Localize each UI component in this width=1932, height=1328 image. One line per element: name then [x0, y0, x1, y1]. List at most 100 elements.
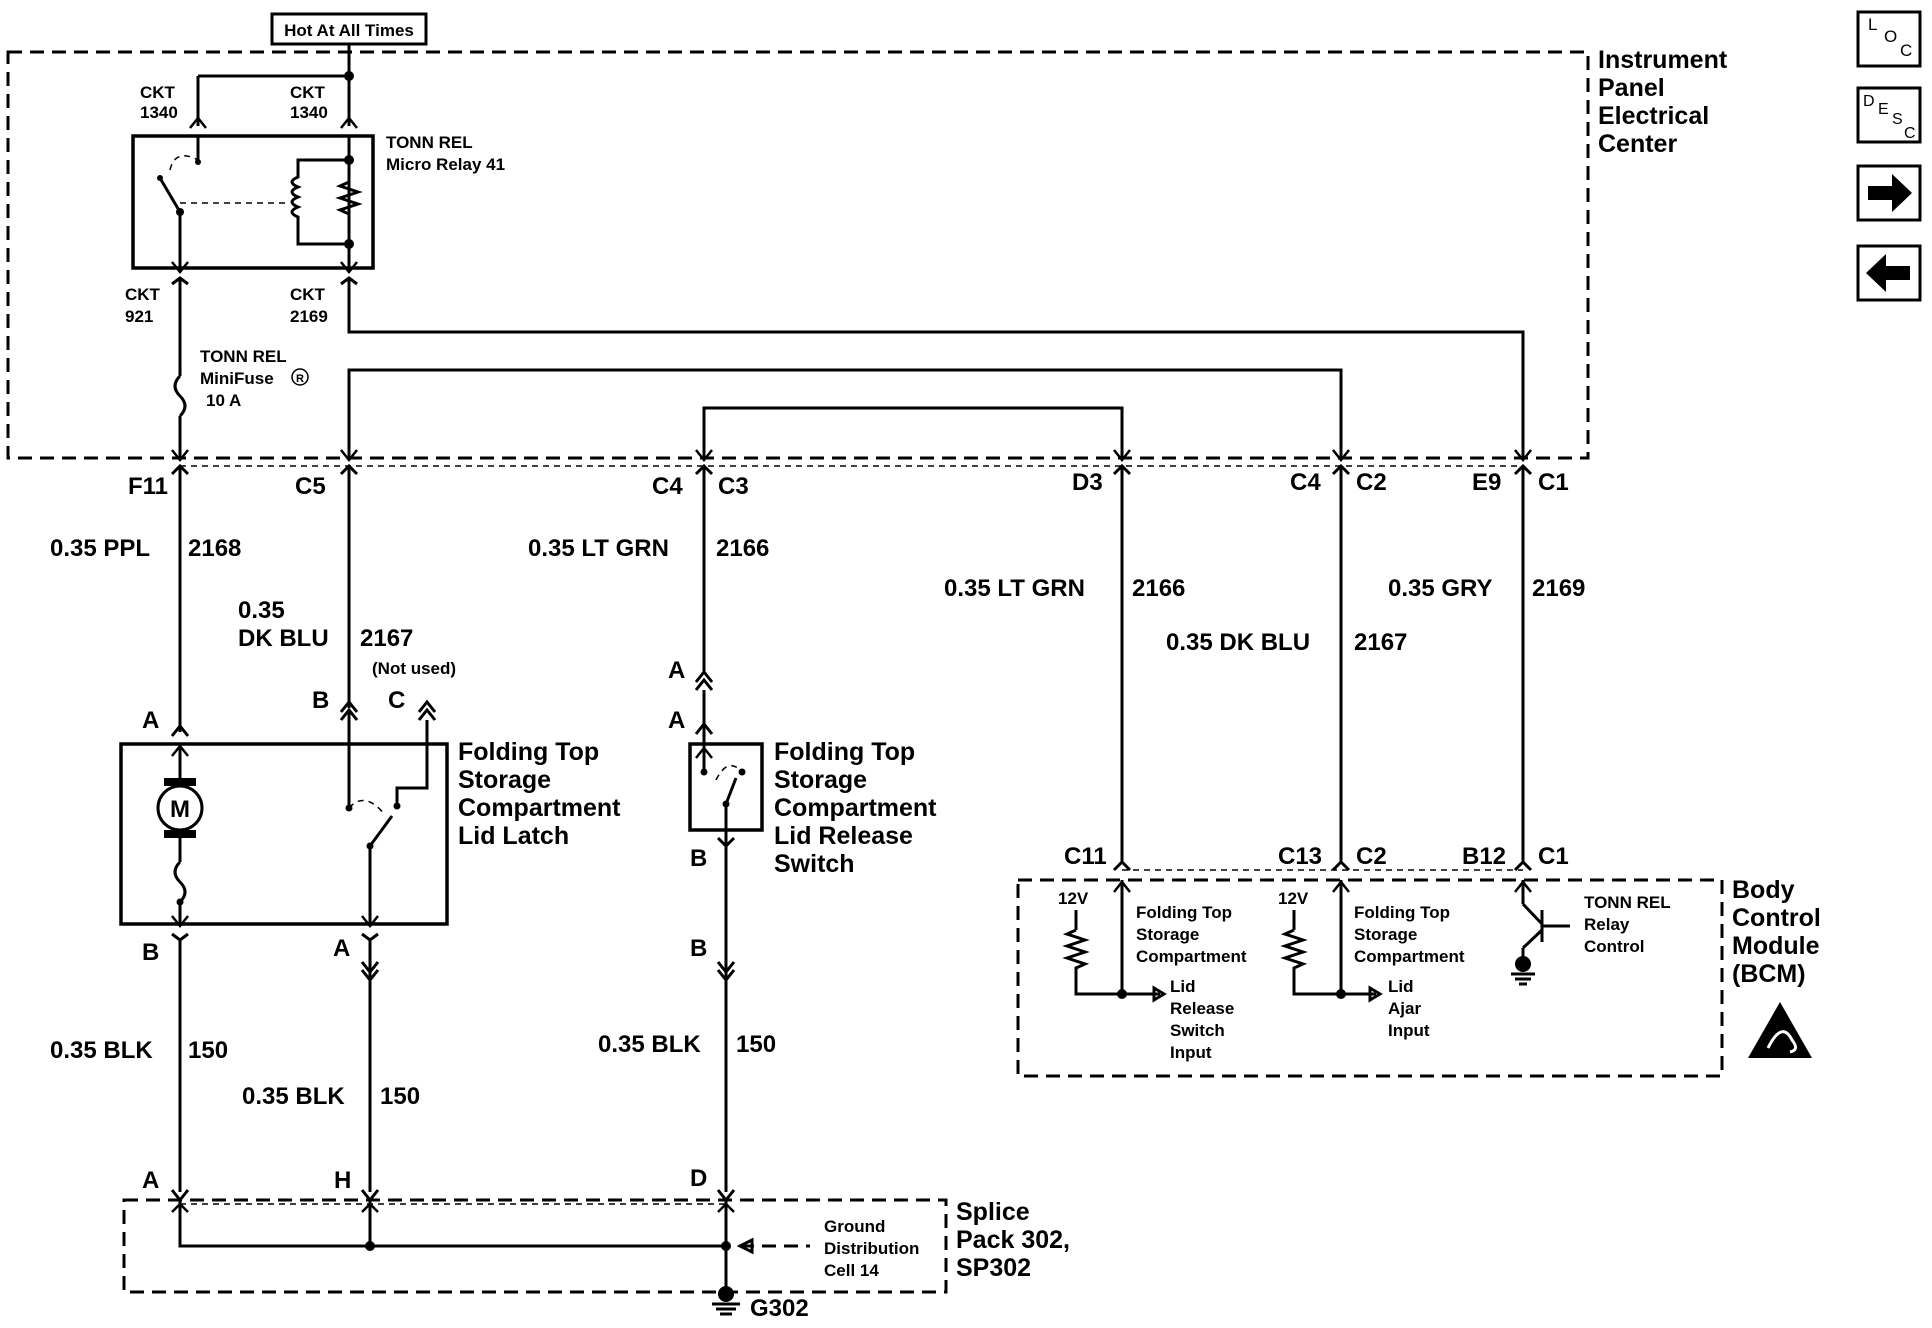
bcm-relay-control-label: TONN REL Relay Control: [1584, 893, 1671, 956]
svg-text:B: B: [690, 845, 707, 872]
svg-text:CKT: CKT: [125, 285, 161, 304]
svg-text:A: A: [142, 707, 159, 734]
svg-text:Micro Relay 41: Micro Relay 41: [386, 155, 505, 174]
svg-text:Lid Release: Lid Release: [774, 822, 913, 850]
ipec-title: Instrument Panel Electrical Center: [1598, 46, 1728, 158]
svg-text:CKT: CKT: [140, 83, 176, 102]
svg-text:A: A: [668, 657, 685, 684]
svg-text:MiniFuse: MiniFuse: [200, 369, 274, 388]
svg-text:10 A: 10 A: [206, 391, 241, 410]
svg-text:Pack 302,: Pack 302,: [956, 1226, 1070, 1254]
svg-text:C: C: [1900, 41, 1912, 60]
wire-150-label-3: 0.35 BLK 150: [598, 1031, 776, 1058]
svg-text:Storage: Storage: [458, 766, 551, 794]
svg-text:D3: D3: [1072, 469, 1103, 496]
svg-text:C4: C4: [652, 473, 683, 500]
svg-text:Folding Top: Folding Top: [1354, 903, 1450, 922]
svg-text:C3: C3: [718, 473, 749, 500]
svg-text:E9: E9: [1472, 469, 1501, 496]
svg-text:Switch: Switch: [774, 850, 855, 878]
bcm-title: Body Control Module (BCM): [1732, 876, 1821, 988]
svg-text:Input: Input: [1170, 1043, 1212, 1062]
svg-text:0.35 GRY: 0.35 GRY: [1388, 575, 1493, 602]
motor-icon: [156, 784, 204, 832]
loc-button[interactable]: L O C: [1856, 10, 1922, 68]
svg-text:Storage: Storage: [1354, 925, 1417, 944]
lid-release-switch-title: Folding Top Storage Compartment Lid Rele…: [774, 738, 937, 878]
splice-pack-title: Splice Pack 302, SP302: [956, 1198, 1070, 1282]
svg-text:Control: Control: [1732, 904, 1821, 932]
svg-text:CKT: CKT: [290, 83, 326, 102]
svg-text:Panel: Panel: [1598, 74, 1665, 102]
svg-text:12V: 12V: [1278, 889, 1309, 908]
bcm-input-lid-ajar: Folding Top Storage Compartment Lid Ajar…: [1354, 903, 1465, 1040]
svg-text:2166: 2166: [716, 535, 769, 562]
bcm-connector-labels: C11 C13 C2 B12 C1: [1064, 843, 1569, 870]
svg-text:0.35 BLK: 0.35 BLK: [598, 1031, 701, 1058]
svg-text:A: A: [333, 935, 350, 962]
lid-release-switch: A A B B: [668, 657, 764, 1192]
svg-text:B: B: [142, 939, 159, 966]
svg-text:150: 150: [736, 1031, 776, 1058]
svg-text:B: B: [312, 687, 329, 714]
minifuse-icon: [173, 374, 187, 418]
svg-text:A: A: [668, 707, 685, 734]
arrow-right-icon: [1868, 174, 1912, 212]
svg-text:L: L: [1868, 15, 1877, 34]
esd-warning-icon: [1748, 1002, 1812, 1058]
svg-text:C4: C4: [1290, 469, 1321, 496]
svg-text:C11: C11: [1064, 843, 1107, 870]
svg-text:F11: F11: [128, 473, 168, 500]
svg-text:0.35 LT GRN: 0.35 LT GRN: [528, 535, 669, 562]
svg-text:Splice: Splice: [956, 1198, 1030, 1226]
previous-arrow-button[interactable]: [1856, 244, 1922, 302]
svg-text:H: H: [334, 1167, 351, 1194]
svg-text:2167: 2167: [1354, 629, 1407, 656]
svg-text:0.35 BLK: 0.35 BLK: [242, 1083, 345, 1110]
svg-text:Body: Body: [1732, 876, 1795, 904]
splice-pack-boundary: [122, 1198, 948, 1294]
wire-2167-label-right: 0.35 DK BLU 2167: [1166, 629, 1407, 656]
svg-text:Relay: Relay: [1584, 915, 1630, 934]
next-arrow-button[interactable]: [1856, 164, 1922, 222]
svg-text:Compartment: Compartment: [1136, 947, 1247, 966]
svg-text:TONN REL: TONN REL: [386, 133, 473, 152]
svg-text:Ajar: Ajar: [1388, 999, 1421, 1018]
svg-text:150: 150: [380, 1083, 420, 1110]
svg-text:Folding Top: Folding Top: [458, 738, 599, 766]
svg-text:R: R: [296, 373, 304, 385]
svg-text:Lid: Lid: [1388, 977, 1414, 996]
wire-2168-label: 0.35 PPL 2168: [50, 535, 241, 562]
ground-label: G302: [750, 1295, 809, 1322]
bcm-input-lid-release: Folding Top Storage Compartment Lid Rele…: [1136, 903, 1247, 1062]
svg-text:C2: C2: [1356, 843, 1387, 870]
svg-text:0.35 DK BLU: 0.35 DK BLU: [1166, 629, 1310, 656]
svg-text:S: S: [1892, 111, 1903, 128]
svg-text:Compartment: Compartment: [774, 794, 937, 822]
arrow-left-icon: [1866, 254, 1910, 292]
wire-150-label-2: 0.35 BLK 150: [242, 1083, 420, 1110]
desc-button[interactable]: D E S C: [1856, 86, 1922, 144]
wire-2166-label-left: 0.35 LT GRN 2166: [528, 535, 769, 562]
transistor-icon: [1511, 879, 1570, 986]
svg-text:2168: 2168: [188, 535, 241, 562]
svg-text:B: B: [690, 935, 707, 962]
minifuse-label: TONN REL MiniFuse R 10 A: [200, 347, 309, 410]
svg-text:(Not used): (Not used): [372, 659, 456, 678]
svg-text:0.35: 0.35: [238, 597, 285, 624]
svg-text:Instrument: Instrument: [1598, 46, 1728, 74]
svg-text:921: 921: [125, 307, 153, 326]
wire-2166-label-right: 0.35 LT GRN 2166: [944, 575, 1185, 602]
svg-text:2166: 2166: [1132, 575, 1185, 602]
svg-text:Center: Center: [1598, 130, 1677, 158]
svg-text:Input: Input: [1388, 1021, 1430, 1040]
svg-text:0.35 PPL: 0.35 PPL: [50, 535, 150, 562]
wire-150-label-1: 0.35 BLK 150: [50, 1037, 228, 1064]
svg-text:2169: 2169: [290, 307, 328, 326]
svg-text:1340: 1340: [290, 103, 328, 122]
ipec-boundary: [6, 50, 1590, 460]
svg-text:Storage: Storage: [774, 766, 867, 794]
svg-text:C: C: [1904, 125, 1916, 142]
svg-text:Distribution: Distribution: [824, 1239, 919, 1258]
